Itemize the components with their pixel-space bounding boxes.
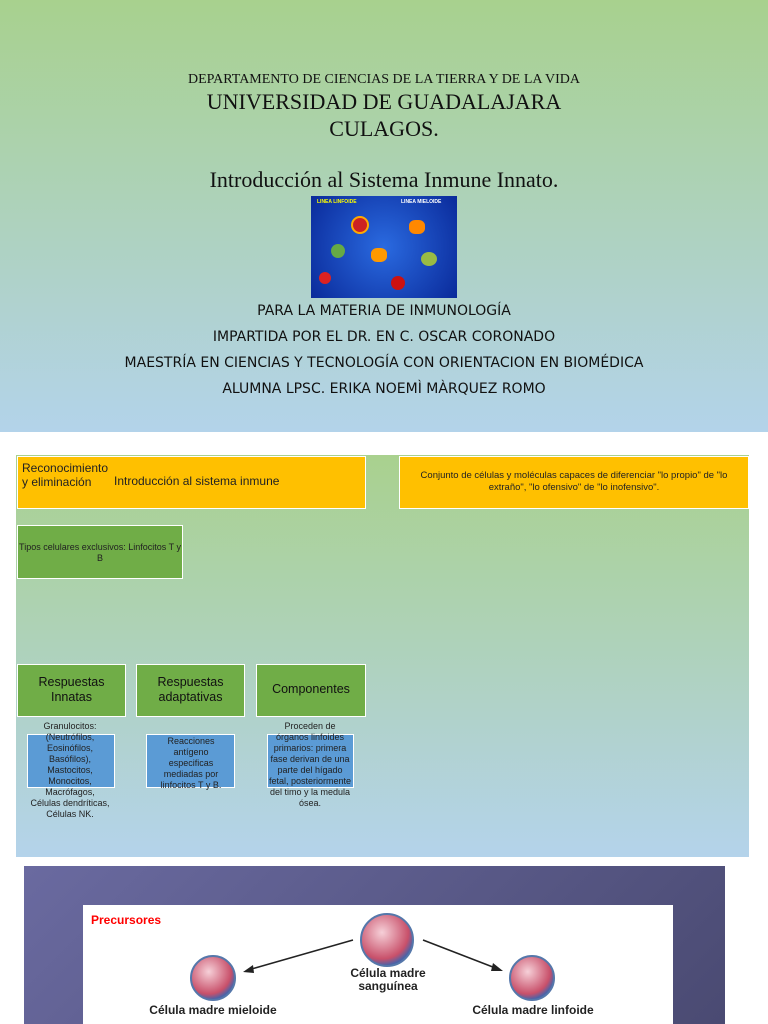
innate-header: Respuestas Innatas: [17, 664, 126, 717]
precursors-diagram: Precursores Célula madre sanguínea Célul…: [83, 905, 673, 1024]
cell-types-box: Tipos celulares exclusivos: Linfocitos T…: [17, 525, 183, 579]
student-line: ALUMNA LPSC. ERIKA NOEMÌ MÀRQUEZ ROMO: [222, 381, 546, 397]
slide-2: [16, 455, 749, 857]
slide-title: Introducción al Sistema Inmune Innato.: [209, 167, 559, 192]
adaptive-text: Reacciones antígeno especificas mediadas…: [160, 736, 222, 790]
lymphoid-label: Célula madre linfoide: [472, 1003, 594, 1017]
image-label: LINEA LINFOIDE: [317, 199, 357, 205]
program-line: MAESTRÍA EN CIENCIAS Y TECNOLOGÍA CON OR…: [124, 355, 644, 371]
components-box: [267, 734, 354, 788]
myeloid-stem-cell: [190, 955, 236, 1001]
center-label: Célula madre sanguínea: [350, 966, 426, 993]
intro-box: Reconocimiento y eliminación Introducció…: [17, 456, 366, 509]
diagram-title: Precursores: [91, 913, 162, 927]
adaptive-box: [146, 734, 235, 788]
innate-text: Granulocitos: (Neutrófilos, Eosinófilos,…: [30, 721, 110, 819]
blood-stem-cell: [360, 913, 414, 967]
myeloid-label: Célula madre mieloide: [149, 1003, 277, 1017]
lymphoid-stem-cell: [509, 955, 555, 1001]
innate-box: [27, 734, 115, 788]
cell-lineage-image: LINEA LINFOIDE LINEA MIELOIDE: [311, 196, 457, 298]
adaptive-header: Respuestas adaptativas: [136, 664, 245, 717]
intro-title: Introducción al sistema inmune: [114, 474, 280, 488]
department: DEPARTAMENTO DE CIENCIAS DE LA TIERRA Y …: [188, 72, 580, 87]
arrows: [243, 939, 503, 973]
subject-line: PARA LA MATERIA DE INMUNOLOGÍA: [257, 303, 511, 319]
professor-line: IMPARTIDA POR EL DR. EN C. OSCAR CORONAD…: [212, 329, 556, 345]
recognition-label: Reconocimiento y eliminación: [22, 461, 109, 489]
image-label: LINEA MIELOIDE: [401, 199, 442, 205]
definition-box: Conjunto de células y moléculas capaces …: [399, 456, 749, 509]
components-text: Proceden de órganos linfoides primarios:…: [268, 721, 352, 808]
components-header: Componentes: [256, 664, 366, 717]
slide-1: DEPARTAMENTO DE CIENCIAS DE LA TIERRA Y …: [0, 0, 768, 432]
campus: CULAGOS.: [329, 116, 439, 141]
university: UNIVERSIDAD DE GUADALAJARA: [206, 89, 562, 114]
